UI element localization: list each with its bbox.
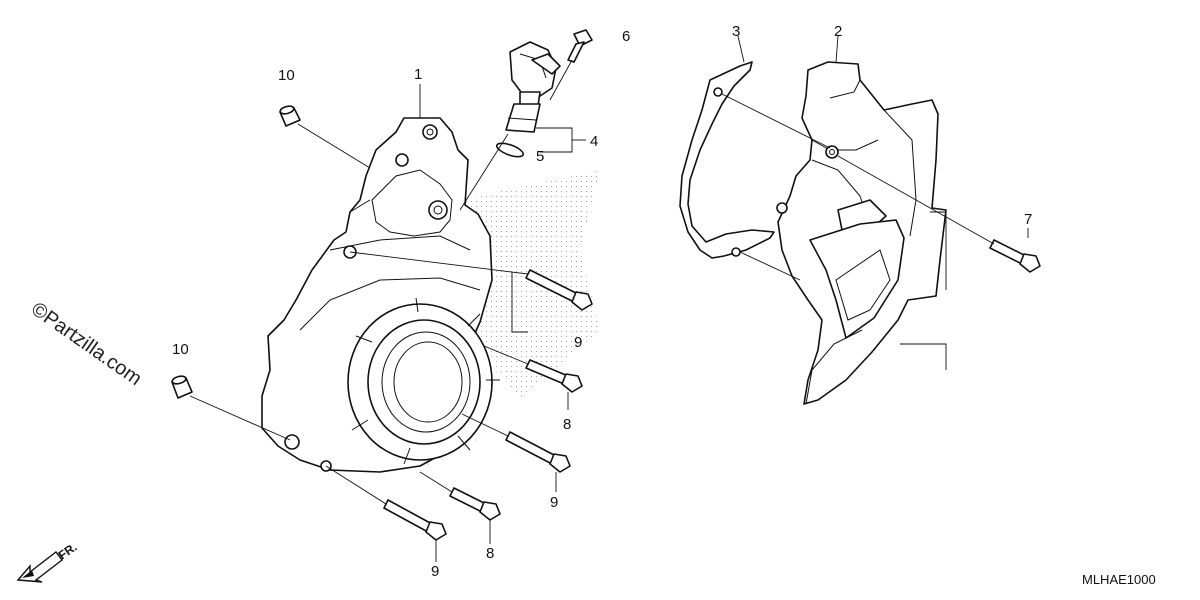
callout-10-lower: 10 [172, 341, 189, 358]
callout-4: 4 [590, 133, 598, 150]
watermark: ©Partzilla.com [27, 298, 145, 390]
callout-9-lower: 9 [431, 563, 439, 580]
dowel-pin-lower [171, 375, 193, 399]
callout-8-upper: 8 [563, 416, 571, 433]
callout-10-upper: 10 [278, 67, 295, 84]
bolt-9-lower [383, 499, 447, 541]
o-ring [495, 142, 525, 158]
diagram-code: MLHAE1000 [1082, 572, 1156, 587]
front-direction-indicator: FR. [16, 540, 80, 583]
bolt-9-middle [505, 431, 571, 473]
left-crankcase-cover [261, 117, 500, 473]
callout-7: 7 [1024, 211, 1032, 228]
cover-gasket [679, 61, 775, 259]
callout-9-middle: 9 [550, 494, 558, 511]
callout-5: 5 [536, 148, 544, 165]
leader-lines [189, 35, 1029, 562]
callout-3: 3 [732, 23, 740, 40]
dowel-pin-upper [279, 105, 301, 127]
bolt-9-upper [525, 269, 593, 311]
sensor-bolt [567, 29, 593, 63]
bolt-7 [989, 239, 1041, 273]
callout-9-upper: 9 [574, 334, 582, 351]
callout-8-lower: 8 [486, 545, 494, 562]
speed-sensor [505, 41, 561, 133]
callout-labels: 1 2 3 4 5 6 7 8 8 9 9 9 10 10 [172, 23, 1032, 580]
watermark-text: ©Partzilla.com [27, 298, 145, 390]
callout-6: 6 [622, 28, 630, 45]
callout-1: 1 [414, 66, 422, 83]
bolt-8-upper [525, 359, 583, 393]
callout-2: 2 [834, 23, 842, 40]
bolt-8-lower [449, 487, 501, 521]
sprocket-cover [776, 61, 947, 405]
